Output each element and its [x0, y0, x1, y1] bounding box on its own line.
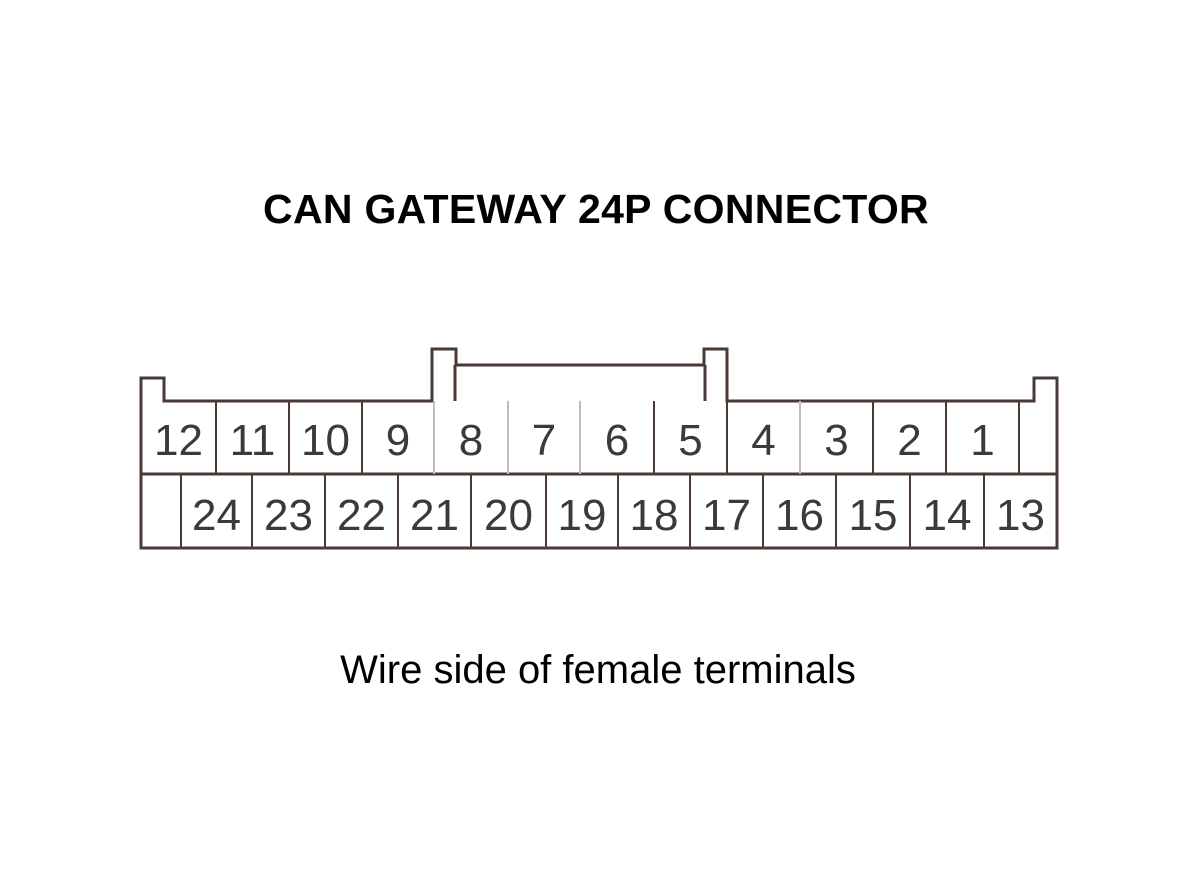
- pin-label-2: 2: [897, 416, 921, 465]
- pin-label-4: 4: [751, 416, 775, 465]
- pin-label-21: 21: [410, 491, 459, 540]
- pin-label-7: 7: [532, 416, 556, 465]
- pin-label-16: 16: [775, 491, 824, 540]
- pin-label-22: 22: [337, 491, 386, 540]
- pin-label-23: 23: [264, 491, 313, 540]
- pin-label-9: 9: [386, 416, 410, 465]
- pin-label-18: 18: [630, 491, 679, 540]
- diagram-caption: Wire side of female terminals: [340, 648, 856, 692]
- pin-label-24: 24: [192, 491, 241, 540]
- pin-label-5: 5: [678, 416, 702, 465]
- pin-label-17: 17: [702, 491, 751, 540]
- pin-label-6: 6: [605, 416, 629, 465]
- pin-label-20: 20: [484, 491, 533, 540]
- pin-label-11: 11: [230, 416, 276, 465]
- pin-label-1: 1: [970, 416, 994, 465]
- pin-dividers: [180, 401, 1020, 548]
- pin-label-13: 13: [996, 491, 1045, 540]
- diagram-title: CAN GATEWAY 24P CONNECTOR: [263, 186, 929, 232]
- pin-label-8: 8: [459, 416, 483, 465]
- pin-label-3: 3: [824, 416, 848, 465]
- pin-label-12: 12: [154, 416, 203, 465]
- pin-label-15: 15: [849, 491, 898, 540]
- pin-label-14: 14: [923, 491, 972, 540]
- pin-label-10: 10: [301, 416, 350, 465]
- pin-label-19: 19: [558, 491, 607, 540]
